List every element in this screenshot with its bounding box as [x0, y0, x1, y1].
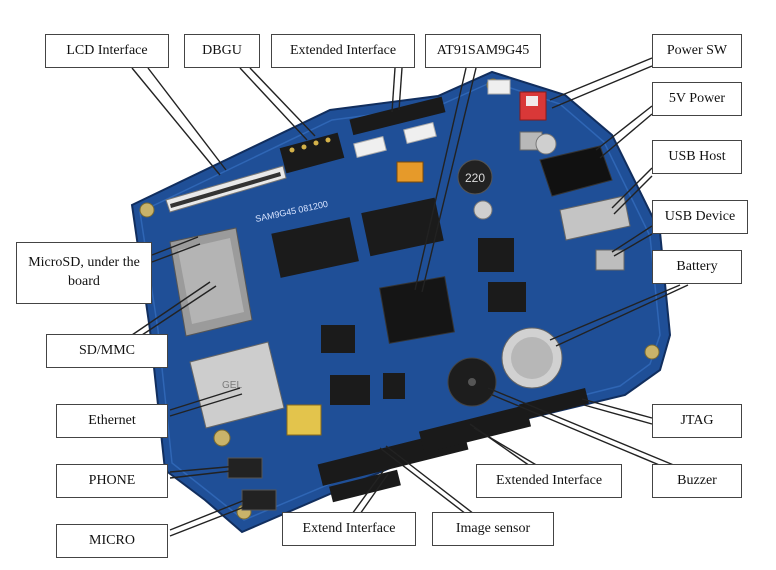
jtag-header [519, 388, 589, 420]
label-jtag: JTAG [652, 404, 742, 438]
label-power-sw: Power SW [652, 34, 742, 68]
memory-chip [488, 282, 526, 312]
phone-jack [227, 457, 263, 479]
ic-chip [383, 373, 405, 399]
label-battery: Battery [652, 250, 742, 284]
top-connector [403, 121, 437, 145]
crystal [286, 404, 322, 436]
image-sensor-header [329, 469, 401, 503]
label-microsd: MicroSD, under the board [16, 242, 152, 304]
top-connector [353, 135, 387, 159]
label-at91sam9g45: AT91SAM9G45 [425, 34, 541, 68]
label-image-sensor: Image sensor [432, 512, 554, 546]
label-sd-mmc: SD/MMC [46, 334, 168, 368]
label-lcd-interface: LCD Interface [45, 34, 169, 68]
ethernet-jack-label: GEL [222, 380, 242, 391]
battery-holder [501, 327, 563, 389]
memory-chip [271, 217, 359, 278]
label-buzzer: Buzzer [652, 464, 742, 498]
label-micro: MICRO [56, 524, 168, 558]
micro-jack [241, 489, 277, 511]
label-usb-host: USB Host [652, 140, 742, 174]
label-5v-power: 5V Power [652, 82, 742, 116]
top-connector [487, 79, 511, 95]
ic-chip [321, 325, 355, 353]
label-extended-interface-top: Extended Interface [271, 34, 415, 68]
capacitor [473, 200, 493, 220]
label-usb-device: USB Device [652, 200, 748, 234]
memory-chip [361, 197, 444, 257]
sd-slot-inner [178, 238, 244, 324]
label-ethernet: Ethernet [56, 404, 168, 438]
label-extend-interface: Extend Interface [282, 512, 416, 546]
cpu-chip [379, 276, 455, 344]
ic-chip [330, 375, 370, 405]
memory-chip [478, 238, 514, 272]
dip-switch [396, 161, 424, 183]
leader-lines [131, 57, 689, 537]
dc-jack [519, 131, 613, 197]
power-switch-lever [526, 96, 538, 106]
label-dbgu: DBGU [184, 34, 260, 68]
buzzer-hole [468, 378, 476, 386]
label-phone: PHONE [56, 464, 168, 498]
capacitor [535, 133, 557, 155]
lcd-connector [165, 165, 287, 213]
label-extended-interface-bottom: Extended Interface [476, 464, 622, 498]
extended-header-top [349, 96, 446, 136]
dbgu-header [279, 132, 345, 174]
inductor: 220 [457, 159, 493, 195]
svg-text:220: 220 [465, 171, 485, 185]
